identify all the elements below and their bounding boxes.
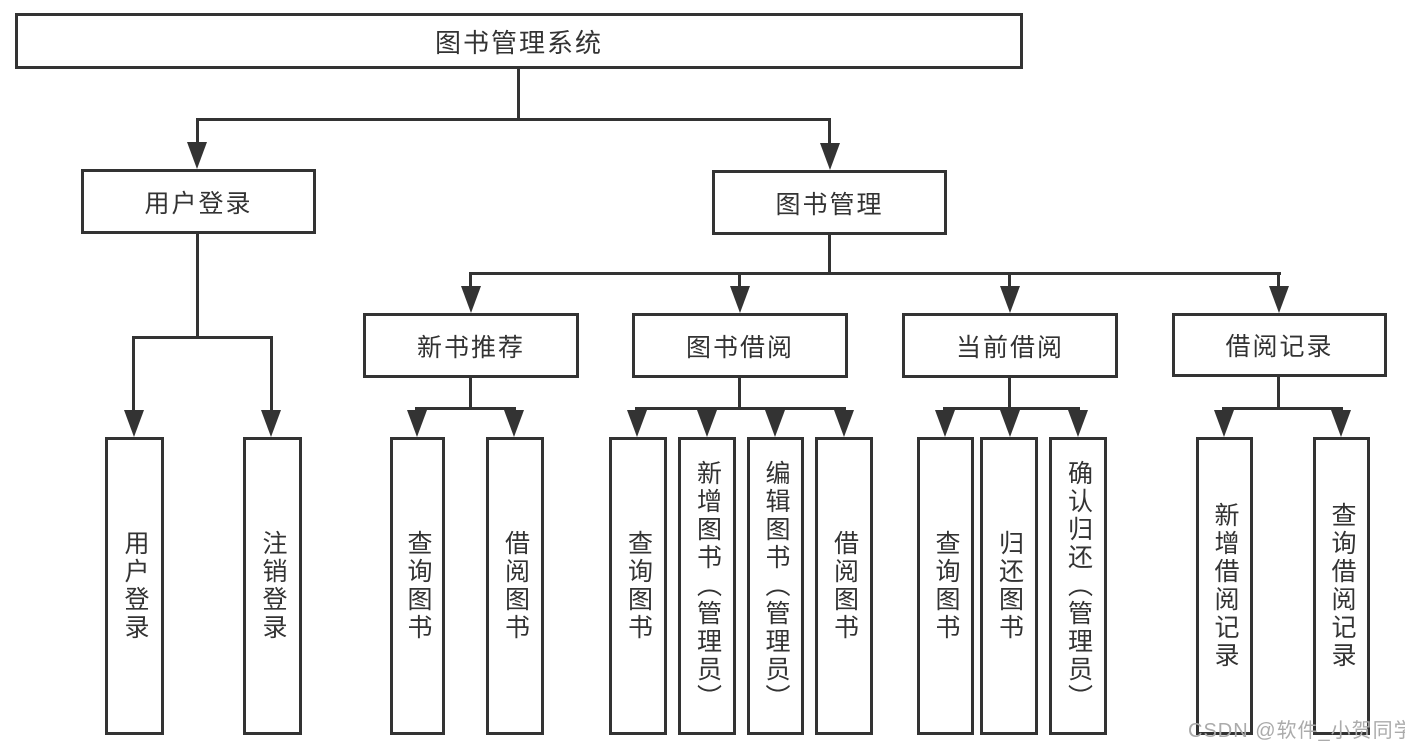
- arrow-down-icon: [1000, 286, 1020, 313]
- arrow-down-icon: [1068, 410, 1088, 437]
- arrow-down-icon: [461, 286, 481, 313]
- leaf-borrow-borrow-books: 借阅图书: [815, 437, 873, 735]
- arrow-down-icon: [935, 410, 955, 437]
- leaf-current-confirm-return-admin: 确认归还（管理员）: [1049, 437, 1107, 735]
- arrow-down-icon: [1214, 410, 1234, 437]
- connector-line: [1008, 407, 1011, 412]
- node-new-book-recommend: 新书推荐: [363, 313, 579, 378]
- connector-line: [1222, 407, 1225, 412]
- connector-line: [842, 407, 845, 412]
- leaf-records-add-record: 新增借阅记录: [1196, 437, 1253, 735]
- leaf-records-query-record: 查询借阅记录: [1313, 437, 1370, 735]
- arrow-down-icon: [1331, 410, 1351, 437]
- connector-line: [636, 407, 846, 410]
- connector-line: [132, 336, 135, 411]
- connector-line: [270, 336, 273, 411]
- connector-line: [469, 377, 472, 407]
- connector-line: [470, 272, 1281, 275]
- connector-line: [1223, 407, 1343, 410]
- arrow-down-icon: [1269, 286, 1289, 313]
- connector-line: [738, 377, 741, 407]
- connector-line: [944, 407, 1080, 410]
- connector-line: [705, 407, 708, 412]
- node-current-borrowing: 当前借阅: [902, 313, 1118, 378]
- connector-line: [1277, 272, 1280, 287]
- connector-line: [512, 407, 515, 412]
- arrow-down-icon: [124, 410, 144, 437]
- connector-line: [1076, 407, 1079, 412]
- arrow-down-icon: [407, 410, 427, 437]
- leaf-borrow-query-books: 查询图书: [609, 437, 667, 735]
- arrow-down-icon: [1000, 410, 1020, 437]
- leaf-current-return-books: 归还图书: [980, 437, 1038, 735]
- connector-line: [196, 118, 199, 144]
- connector-line: [416, 407, 516, 410]
- leaf-current-query-books: 查询图书: [917, 437, 974, 735]
- connector-line: [635, 407, 638, 412]
- node-book-management: 图书管理: [712, 170, 947, 235]
- connector-line: [469, 272, 472, 287]
- csdn-watermark: CSDN @软件_小贺同学: [1188, 720, 1405, 742]
- connector-line: [828, 118, 831, 145]
- connector-line: [415, 407, 418, 412]
- connector-line: [828, 234, 831, 272]
- connector-line: [197, 118, 831, 121]
- arrow-down-icon: [820, 143, 840, 170]
- arrow-down-icon: [504, 410, 524, 437]
- arrow-down-icon: [697, 410, 717, 437]
- connector-line: [1339, 407, 1342, 412]
- connector-line: [196, 233, 199, 336]
- arrow-down-icon: [730, 286, 750, 313]
- connector-line: [517, 68, 520, 118]
- node-borrowing-records: 借阅记录: [1172, 313, 1387, 377]
- arrow-down-icon: [765, 410, 785, 437]
- connector-line: [773, 407, 776, 412]
- connector-line: [943, 407, 946, 412]
- leaf-newbook-borrow-books: 借阅图书: [486, 437, 544, 735]
- leaf-logout: 注销登录: [243, 437, 302, 735]
- leaf-borrow-add-books-admin: 新增图书（管理员）: [678, 437, 736, 735]
- leaf-newbook-query-books: 查询图书: [390, 437, 445, 735]
- connector-line: [1008, 377, 1011, 407]
- leaf-user-login: 用户登录: [105, 437, 164, 735]
- arrow-down-icon: [187, 142, 207, 169]
- leaf-borrow-edit-books-admin: 编辑图书（管理员）: [747, 437, 804, 735]
- node-library-management-system: 图书管理系统: [15, 13, 1023, 69]
- arrow-down-icon: [834, 410, 854, 437]
- arrow-down-icon: [627, 410, 647, 437]
- connector-line: [1277, 376, 1280, 407]
- node-book-borrowing: 图书借阅: [632, 313, 848, 378]
- node-user-login: 用户登录: [81, 169, 316, 234]
- connector-line: [738, 272, 741, 287]
- arrow-down-icon: [261, 410, 281, 437]
- connector-line: [1008, 272, 1011, 287]
- connector-line: [133, 336, 273, 339]
